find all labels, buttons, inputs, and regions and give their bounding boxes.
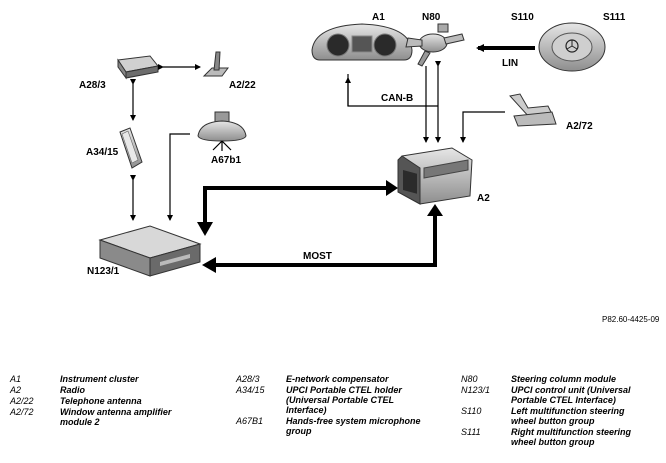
label-n123-1: N123/1 [87,266,120,277]
legend-column-1: A1 Instrument cluster A2 Radio A2/22 Teleph… [10,374,220,428]
legend-desc: Instrument cluster [60,374,139,384]
label-a2-22: A2/22 [229,80,256,91]
legend-item: A34/15 UPCI Portable CTEL holder (Univers… [236,385,451,415]
legend-column-3: N80 Steering column module N123/1 UPCI con… [461,374,661,448]
legend-code: A2/72 [10,407,34,417]
label-s111: S111 [603,12,626,23]
label-most: MOST [303,251,332,262]
legend-column-2: A28/3 E-network compensator A34/15 UPCI Po… [236,374,451,437]
legend-item: N123/1 UPCI control unit (Universal Porta… [461,385,661,405]
legend-desc: Radio [60,385,86,395]
legend-item: A2 Radio [10,385,220,395]
label-n80: N80 [422,12,441,23]
legend-item: S110 Left multifunction steering wheel bu… [461,406,661,426]
label-a1: A1 [372,12,385,23]
radio-a2 [397,147,473,205]
steering-column-module-n80 [405,23,465,67]
label-a2-72: A2/72 [566,121,593,132]
telephone-antenna-a2-22 [202,51,229,77]
steering-wheel-s110-s111 [538,22,606,72]
legend-desc: Steering column module [511,374,617,384]
instrument-cluster-a1 [311,23,413,61]
legend-desc: E-network compensator [286,374,389,384]
label-lin: LIN [502,58,518,69]
link-a2-72-a2 [460,111,505,143]
legend-item: A67B1 Hands-free system microphone group [236,416,451,436]
legend-code: N123/1 [461,385,491,395]
legend-desc: Right multifunction steering wheel butto… [511,427,631,447]
label-a2: A2 [477,193,490,204]
legend-desc: UPCI Portable CTEL holder (Universal Por… [286,385,402,415]
link-a67b1-n123-1 [167,133,190,221]
e-network-compensator-a28-3 [117,55,159,80]
legend-code: S110 [461,406,482,416]
legend-code: A1 [10,374,22,384]
legend-item: N80 Steering column module [461,374,661,384]
legend-desc: Telephone antenna [60,396,142,406]
legend-code: S111 [461,427,481,437]
legend-desc: Left multifunction steering wheel button… [511,406,625,426]
legend-code: A28/3 [236,374,260,384]
most-bus-loop [197,180,443,273]
legend-item: A2/22 Telephone antenna [10,396,220,406]
legend-code: A2/22 [10,396,34,406]
figure-reference: P82.60-4425-09 [602,315,660,324]
legend-item: A28/3 E-network compensator [236,374,451,384]
legend-desc: Window antenna amplifier module 2 [60,407,172,427]
label-can-b: CAN-B [381,93,413,104]
legend-code: A34/15 [236,385,265,395]
label-a67b1: A67b1 [211,155,241,166]
window-antenna-amplifier-a2-72 [509,93,557,127]
upci-ctel-holder-a34-15 [119,127,143,169]
legend-item: S111 Right multifunction steering wheel b… [461,427,661,447]
label-s110: S110 [511,12,534,23]
legend-code: A67B1 [236,416,264,426]
legend-code: N80 [461,374,478,384]
label-a34-15: A34/15 [86,147,119,158]
legend-desc: UPCI control unit (Universal Portable CT… [511,385,631,405]
label-a28-3: A28/3 [79,80,106,91]
legend-item: A1 Instrument cluster [10,374,220,384]
legend-item: A2/72 Window antenna amplifier module 2 [10,407,220,427]
hands-free-microphone-a67b1 [197,111,247,151]
legend-code: A2 [10,385,22,395]
upci-control-unit-n123-1 [98,225,202,277]
legend-desc: Hands-free system microphone group [286,416,421,436]
